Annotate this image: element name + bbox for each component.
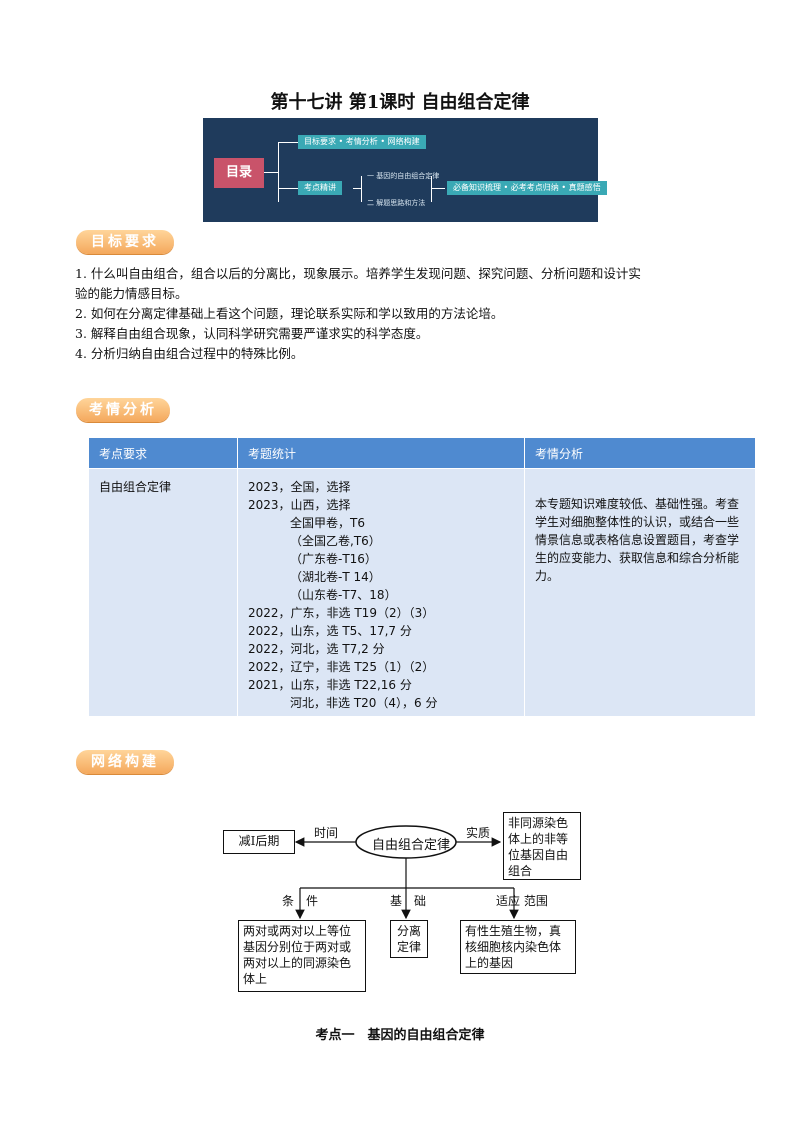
toc-root: 目录 [214, 158, 264, 188]
exam-analysis-table: 考点要求 考题统计 考情分析 自由组合定律 2023，全国，选择 2023，山西… [88, 437, 756, 717]
stat-line: 2022，广东，非选 T19（2）（3） [248, 606, 435, 620]
goal-line: 3. 解释自由组合现象，认同科学研究需要严谨求实的科学态度。 [75, 326, 429, 341]
diagram-label-basis: 基 础 [390, 894, 427, 908]
diagram-center-label: 自由组合定律 [372, 838, 451, 853]
stat-line: （广东卷-T16） [290, 552, 377, 566]
diagram-label-scope: 适应 范围 [496, 894, 548, 908]
stat-line: 2022，辽宁，非选 T25（1）（2） [248, 660, 435, 674]
goals-list: 1. 什么叫自由组合，组合以后的分离比，现象展示。培养学生发现问题、探究问题、分… [75, 264, 735, 364]
diagram-box-basis: 分离定律 [390, 920, 428, 958]
toc-sub-2: 二 解题思路和方法 [367, 199, 426, 207]
diagram-label-time: 时间 [314, 826, 339, 840]
goal-line: 2. 如何在分离定律基础上看这个问题，理论联系实际和学以致用的方法论培。 [75, 306, 504, 321]
page-title: 第十七讲 第1课时 自由组合定律 [270, 92, 530, 113]
stat-line: （山东卷-T7、18） [290, 588, 397, 602]
diagram-connectors [294, 825, 519, 920]
toc-banner: 目录 目标要求 • 考情分析 • 网络构建 考点精讲 一 基因的自由组合定律 二… [203, 118, 607, 222]
toc-item-knowledge: 必备知识梳理 • 必考考点归纳 • 真题感悟 [447, 181, 607, 195]
section-caption: 考点一 基因的自由组合定律 [315, 1028, 485, 1043]
stat-line: 2023，山西，选择 [248, 498, 351, 512]
diagram-box-condition: 两对或两对以上等位基因分别位于两对或两对以上的同源染色体上 [238, 920, 366, 992]
section-badge-goals: 目标要求 [76, 230, 174, 254]
diagram-label-condition: 条 件 [282, 894, 319, 908]
goal-line: 1. 什么叫自由组合，组合以后的分离比，现象展示。培养学生发现问题、探究问题、分… [75, 266, 641, 281]
table-header: 考题统计 [237, 437, 525, 469]
table-header: 考情分析 [524, 437, 756, 469]
concept-diagram: 自由组合定律 减Ⅰ后期 时间 实质 非同源染色体上的非等位基因自由组合 条 件 … [0, 800, 800, 1010]
section-badge-analysis: 考情分析 [76, 398, 170, 422]
table-cell-stats: 2023，全国，选择 2023，山西，选择 全国甲卷，T6 （全国乙卷,T6） … [237, 468, 525, 717]
goal-line: 验的能力情感目标。 [75, 286, 188, 301]
diagram-box-time: 减Ⅰ后期 [223, 830, 295, 854]
table-cell-analysis: 本专题知识难度较低、基础性强。考查学生对细胞整体性的认识，或结合一些情景信息或表… [524, 468, 756, 717]
toc-item-keypoints: 考点精讲 [298, 181, 342, 195]
stat-line: （湖北卷-T 14） [290, 570, 381, 584]
stat-line: 2023，全国，选择 [248, 480, 351, 494]
table-cell-requirement: 自由组合定律 [88, 468, 238, 717]
stat-line: 2022，河北，选 T7,2 分 [248, 642, 385, 656]
table-header: 考点要求 [88, 437, 238, 469]
stat-line: 2022，山东，选 T5、17,7 分 [248, 624, 412, 638]
table-row: 自由组合定律 2023，全国，选择 2023，山西，选择 全国甲卷，T6 （全国… [88, 468, 756, 717]
stat-line: 2021，山东，非选 T22,16 分 [248, 678, 412, 692]
toc-item-goals: 目标要求 • 考情分析 • 网络构建 [298, 135, 426, 149]
stat-line: 全国甲卷，T6 [290, 516, 365, 530]
diagram-box-essence: 非同源染色体上的非等位基因自由组合 [503, 812, 581, 880]
toc-sub-1: 一 基因的自由组合定律 [367, 172, 440, 180]
table-header-row: 考点要求 考题统计 考情分析 [88, 437, 756, 469]
goal-line: 4. 分析归纳自由组合过程中的特殊比例。 [75, 346, 304, 361]
diagram-box-scope: 有性生殖生物，真核细胞核内染色体上的基因 [460, 920, 576, 974]
diagram-label-essence: 实质 [466, 826, 491, 840]
section-badge-network: 网络构建 [76, 750, 174, 774]
stat-line: 河北，非选 T20（4），6 分 [290, 696, 438, 710]
stat-line: （全国乙卷,T6） [290, 534, 381, 548]
